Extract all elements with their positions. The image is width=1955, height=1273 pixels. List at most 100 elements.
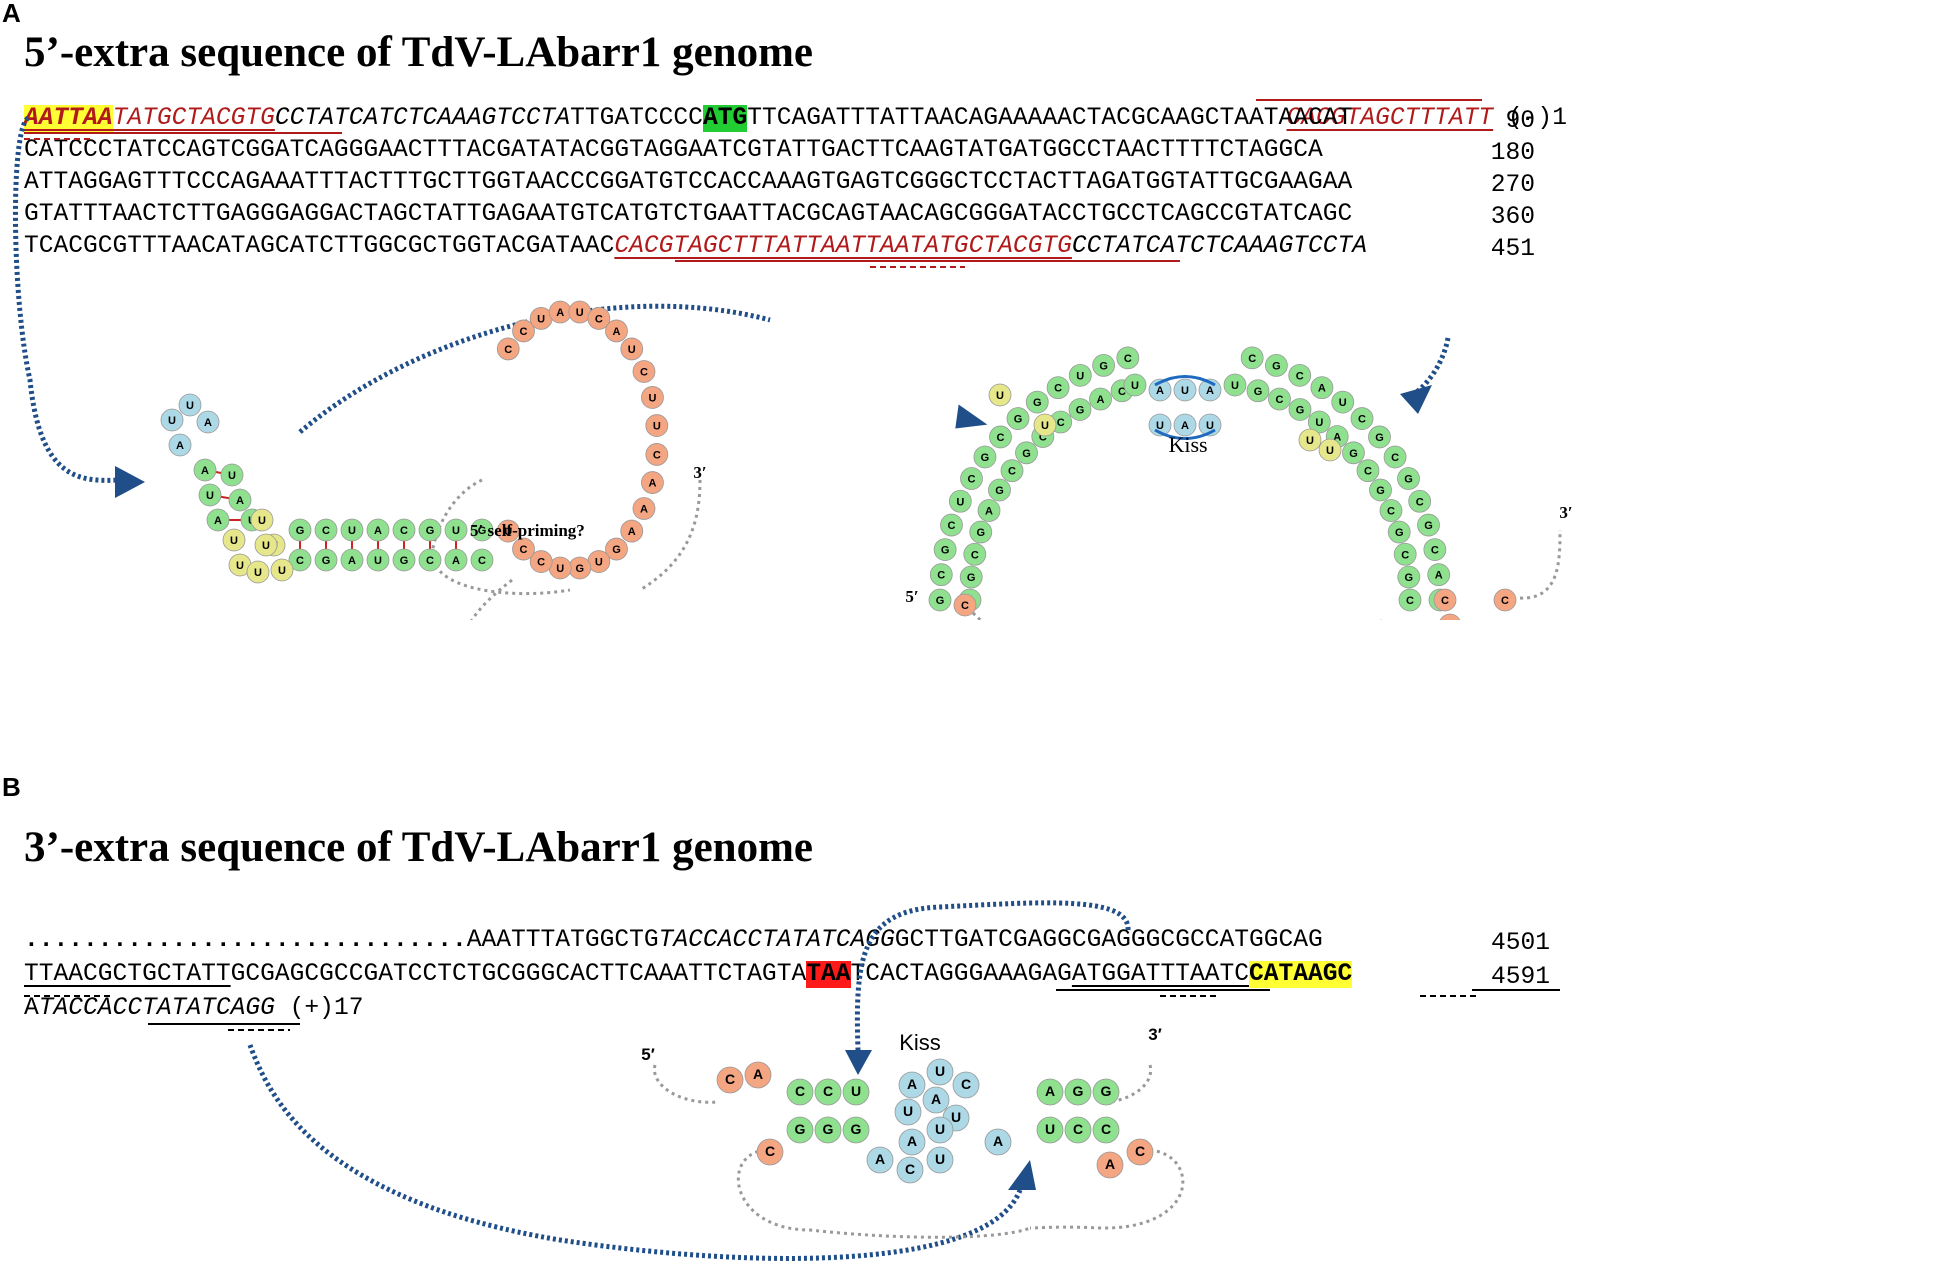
italic-b1: TACCACCTATATCAGG (658, 927, 895, 954)
nucleotide-letter: C (426, 555, 434, 567)
nucleotide-letter: C (1135, 1143, 1145, 1159)
nucleotide-base (1318, 438, 1342, 462)
panel-a-title: 5’-extra sequence of TdV-LAbarr1 genome (24, 29, 813, 76)
nucleotide-base (744, 1061, 772, 1089)
num-a-3: 270 (1490, 172, 1535, 199)
italic-seq-5: CCTATCATCTCAAAGTCCTA (1071, 233, 1368, 260)
nucleotide-base (198, 483, 222, 507)
nucleotide-letter: U (956, 496, 964, 508)
nucleotide-base (340, 548, 364, 572)
nucleotide-letter: C (1073, 1121, 1083, 1137)
nucleotide-letter: A (985, 506, 993, 518)
nucleotide-base (1356, 459, 1380, 483)
nucleotide-letter: G (1375, 432, 1384, 444)
nucleotide-letter: C (1364, 466, 1372, 478)
nucleotide-letter: G (976, 527, 985, 539)
nucleotide-base (1383, 445, 1407, 469)
nucleotide-letter: A (348, 555, 356, 567)
ul-b2a: TTAACGCTGCTATT (24, 961, 231, 988)
nucleotide-letter: G (1101, 1083, 1112, 1099)
nucleotide-letter: C (1101, 1121, 1111, 1137)
nucleotide-letter: G (941, 545, 950, 557)
nucleotide-base (896, 1156, 924, 1184)
nucleotide-letter: U (452, 525, 460, 537)
nucleotide-base (1307, 410, 1331, 434)
nucleotide-letter: G (1073, 1083, 1084, 1099)
nucleotide-base (366, 518, 390, 542)
nucleotide-base (989, 425, 1012, 449)
nucleotide-base (984, 1128, 1012, 1156)
nucleotide-base (366, 548, 390, 572)
nucleotide-letter: A (931, 1091, 941, 1107)
seq-a-line-2: CATCCCTATCCAGTCGGATCAGGGAACTTTACGATATACG… (24, 137, 1323, 164)
nucleotide-letter: U (628, 344, 636, 356)
nucleotide-base (1398, 588, 1422, 612)
label-3prime-a2: 3′ (1559, 503, 1572, 522)
nucleotide-letter: C (1276, 394, 1284, 406)
nucleotide-base (1033, 413, 1057, 437)
nucleotide-letter: C (640, 366, 648, 378)
nucleotide-base (1198, 413, 1222, 437)
nucleotide-letter: A (1318, 383, 1326, 395)
nucleotide-letter: U (903, 1103, 913, 1119)
nucleotide-base (756, 1138, 784, 1166)
nucleotide-letter: U (935, 1063, 945, 1079)
nucleotide-base (1223, 373, 1247, 397)
nucleotide-letter: U (1181, 385, 1189, 397)
nucleotide-base (1173, 378, 1197, 402)
nucleotide-base (973, 445, 997, 469)
nucleotide-letter: C (961, 1076, 971, 1092)
cataagc-motif: CATAAGC (1249, 961, 1353, 988)
nucleotide-letter: G (1022, 448, 1031, 460)
nucleotide-letter: U (254, 567, 262, 579)
nucleotide-letter: G (1424, 520, 1433, 532)
nucleotide-letter: C (296, 555, 304, 567)
nucleotide-letter: U (206, 490, 214, 502)
nucleotide-letter: G (1272, 360, 1281, 372)
nucleotide-letter: C (537, 557, 545, 569)
nucleotide-base (418, 548, 442, 572)
nucleotide-base (641, 386, 664, 409)
nucleotide-base (340, 518, 364, 542)
nucleotide-base (1092, 1116, 1120, 1144)
nucleotide-letter: U (1231, 380, 1239, 392)
nucleotide-base (512, 537, 535, 561)
panel-b-title: 3’-extra sequence of TdV-LAbarr1 genome (24, 824, 813, 871)
plain-b2a: GCGAGCGCCGATCCTCTGCGGGCACTTCAAATTCTAGTA (230, 961, 807, 988)
nucleotide-letter: U (1045, 1121, 1055, 1137)
panel-letter-a: A (2, 0, 21, 28)
nucleotide-base (632, 360, 656, 383)
nucleotide-base (1342, 441, 1365, 465)
nucleotide-letter: A (1097, 394, 1105, 406)
nucleotide-letter: U (1326, 445, 1334, 457)
nucleotide-letter: C (400, 525, 408, 537)
plain-seq-1b: TTCAGATTTATTAACAGAAAAACTACGCAAGCTAATAACA… (747, 105, 1353, 132)
nucleotide-base (1493, 588, 1517, 612)
nucleotide-letter: G (1404, 474, 1413, 486)
nucleotide-base (314, 548, 338, 572)
nucleotide-base (254, 533, 278, 557)
nucleotide-letter: A (613, 326, 621, 338)
nucleotide-letter: C (1441, 595, 1449, 607)
nucleotide-base (952, 1071, 980, 1099)
nucleotide-letter: U (262, 540, 270, 552)
nucleotide-base (470, 518, 494, 542)
nucleotide-base (314, 518, 338, 542)
label-kiss-b: Kiss (899, 1030, 941, 1055)
nucleotide-base (926, 1116, 954, 1144)
nucleotide-base (645, 414, 669, 437)
nucleotide-letter: G (1376, 485, 1385, 497)
nucleotide-base (953, 593, 977, 617)
nucleotide-letter: A (1333, 432, 1341, 444)
nucleotide-base (250, 508, 274, 532)
nucleotide-letter: C (653, 449, 661, 461)
nucleotide-base (988, 383, 1012, 407)
seq-a-line-3: ATTAGGAGTTTCCCAGAAATTTACTTTGCTTGGTAACCCG… (24, 169, 1353, 196)
nucleotide-letter: A (628, 526, 636, 538)
label-3prime-b: 3′ (1148, 1025, 1162, 1044)
nucleotide-letter: G (795, 1121, 806, 1137)
nucleotide-letter: G (400, 555, 409, 567)
nucleotide-base (786, 1078, 814, 1106)
nucleotide-letter: A (907, 1076, 917, 1092)
seq-b-line-1: ..............................AAATTTATGG… (24, 926, 1323, 956)
